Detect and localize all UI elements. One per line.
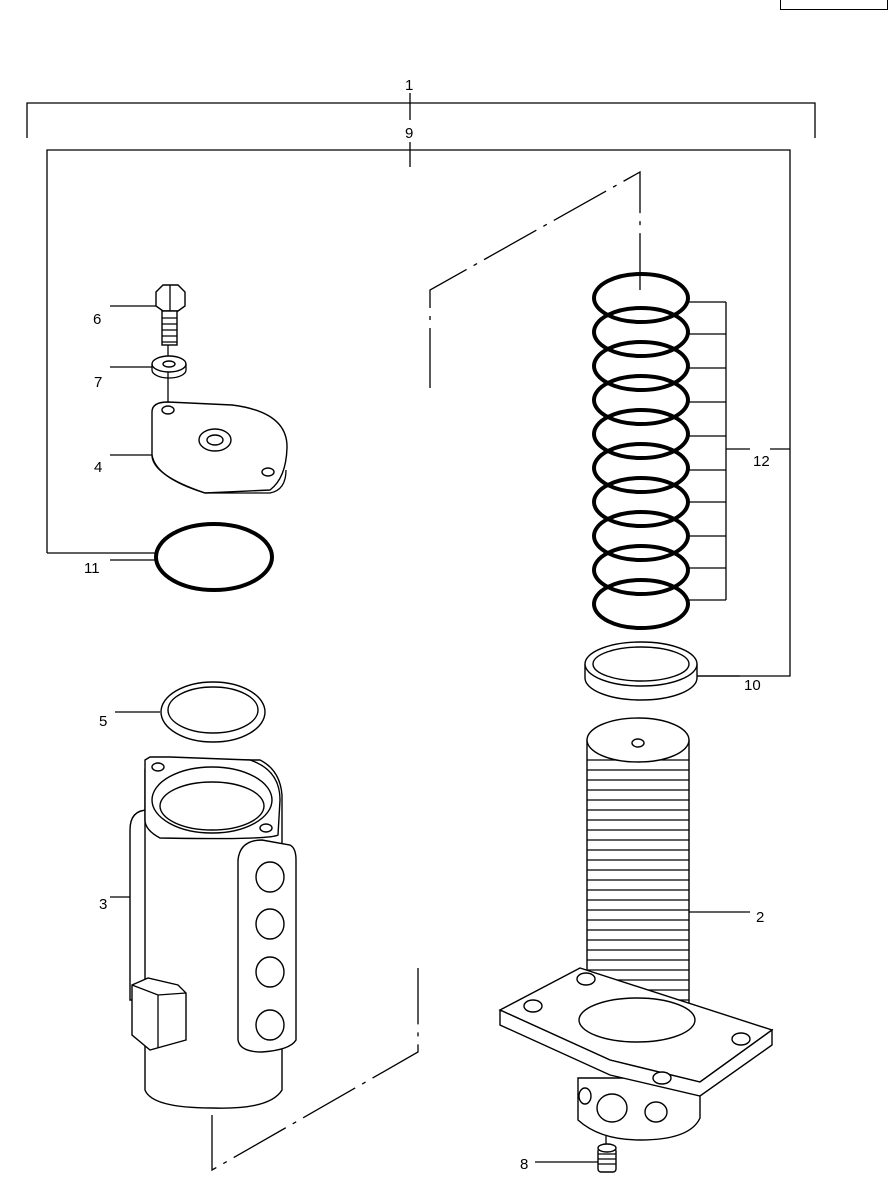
plug-part-8 [597, 1143, 617, 1173]
callout-1: 1 [405, 77, 413, 94]
callout-2: 2 [756, 909, 764, 926]
flange-cover-part-4 [151, 401, 288, 494]
callout-8: 8 [520, 1156, 528, 1173]
leader-lines [110, 305, 790, 1163]
callout-7: 7 [94, 374, 102, 391]
callout-12: 12 [753, 453, 770, 470]
callout-10: 10 [744, 677, 761, 694]
ring-stack-part-12 [592, 272, 750, 630]
bracket-kit-9 [46, 142, 791, 677]
bolt-part-6 [155, 284, 186, 346]
bracket-assembly-1 [26, 93, 816, 138]
callout-3: 3 [99, 896, 107, 913]
bearing-ring-part-10 [584, 641, 698, 701]
o-ring-part-11 [154, 522, 274, 592]
callout-9: 9 [405, 125, 413, 142]
housing-part-3 [129, 756, 297, 1109]
callout-5: 5 [99, 713, 107, 730]
washer-part-7 [151, 355, 187, 379]
seal-ring-part-5 [160, 681, 266, 743]
title-block-frame [780, 0, 888, 10]
callout-6: 6 [93, 311, 101, 328]
callout-11: 11 [84, 560, 100, 577]
callout-4: 4 [94, 459, 102, 476]
rotor-shaft-part-2 [498, 717, 774, 1141]
